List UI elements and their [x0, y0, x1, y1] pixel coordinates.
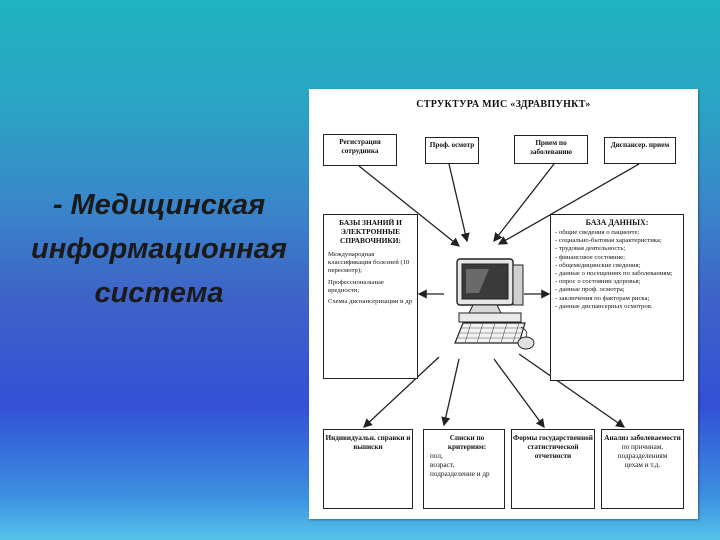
slide-title-line-1: - Медицинская [52, 189, 266, 221]
database-item-6: - данные о посещениях по заболеваниям; [555, 270, 673, 278]
prof-exam-box: Проф. осмотр [425, 137, 479, 164]
database-item-9: - заключения по факторам риска; [555, 294, 650, 302]
knowledge-base-item-1: Международная классификация болезней (10… [328, 251, 410, 275]
arrow-registration [358, 165, 461, 247]
certificates-heading: Индивидуальн. справки и выписки [325, 434, 411, 451]
database-box: БАЗА ДАННЫХ: - общие сведения о пациенте… [550, 214, 684, 381]
database-item-1: - общие сведения о пациенте; [555, 229, 640, 236]
certificates-box: Индивидуальн. справки и выписки [323, 429, 413, 509]
analysis-item-3: цехам и т.д. [624, 461, 661, 469]
knowledge-base-item-3: Схемы диспансеризации и др [328, 298, 413, 306]
database-item-4: - финансовое состояние; [555, 253, 625, 261]
dispensary-visit-label: Диспансер. прием [610, 141, 670, 149]
analysis-heading: Анализ заболеваемости [604, 434, 681, 442]
diagram-title: СТРУКТУРА МИС «ЗДРАВПУНКТ» [416, 99, 591, 110]
lists-item-1: пол, [430, 452, 443, 460]
prof-exam-label: Проф. осмотр [429, 141, 475, 149]
knowledge-base-item-2: Профессиональные вредности; [328, 278, 384, 294]
lists-heading: Списки по критериям: [447, 434, 487, 451]
arrow-to-lists [441, 358, 460, 427]
database-item-5: - общемедицинские сведения; [555, 261, 641, 269]
arrow-prof-exam [448, 163, 470, 243]
slide-title: - Медицинская информационная система [14, 183, 304, 315]
slide-title-line-3: система [94, 277, 224, 309]
analysis-item-1: по причинам, [621, 443, 664, 451]
registration-box: Регистрация сотрудника [323, 134, 397, 166]
analysis-item-2: подразделениям [617, 452, 668, 460]
knowledge-base-box: БАЗЫ ЗНАНИЙ И ЭЛЕКТРОННЫЕ СПРАВОЧНИКИ: М… [323, 214, 418, 379]
illness-visit-label: Прием по заболеванию [530, 139, 572, 156]
database-item-10: - данные диспансерных осмотров. [555, 302, 653, 310]
analysis-box: Анализ заболеваемости по причинам, подра… [601, 429, 684, 509]
arrow-illness-visit [493, 163, 555, 243]
lists-item-2: возраст, [430, 461, 455, 469]
arrow-to-certificates [363, 356, 440, 428]
illness-visit-box: Прием по заболеванию [514, 135, 588, 164]
statistics-heading: Формы государственной статистической отч… [513, 434, 593, 460]
database-item-8: - данные проф. осмотра; [555, 286, 625, 294]
knowledge-base-heading: БАЗЫ ЗНАНИЙ И ЭЛЕКТРОННЫЕ СПРАВОЧНИКИ: [339, 218, 402, 245]
database-item-7: - опрос о состоянии здоровья; [555, 278, 641, 286]
database-heading: БАЗА ДАННЫХ: [585, 218, 649, 227]
arrow-to-statistics [493, 358, 545, 429]
arrow-to-analysis [518, 353, 626, 428]
statistics-box: Формы государственной статистической отч… [511, 429, 595, 509]
computer-icon [454, 258, 535, 350]
diagram-image: СТРУКТУРА МИС «ЗДРАВПУНКТ» Регистрация с… [309, 89, 698, 519]
registration-label: Регистрация сотрудника [339, 138, 381, 155]
lists-item-3: подразделение и др [430, 470, 490, 478]
lists-box: Списки по критериям: пол, возраст, подра… [423, 429, 505, 509]
arrow-dispensary-visit [497, 163, 640, 245]
connector-arrows [358, 163, 640, 429]
database-item-2: - социально-бытовая характеристика; [555, 237, 662, 245]
slide-title-line-2: информационная [31, 233, 287, 265]
dispensary-visit-box: Диспансер. прием [604, 137, 676, 164]
database-item-3: - трудовая деятельность; [555, 245, 626, 253]
